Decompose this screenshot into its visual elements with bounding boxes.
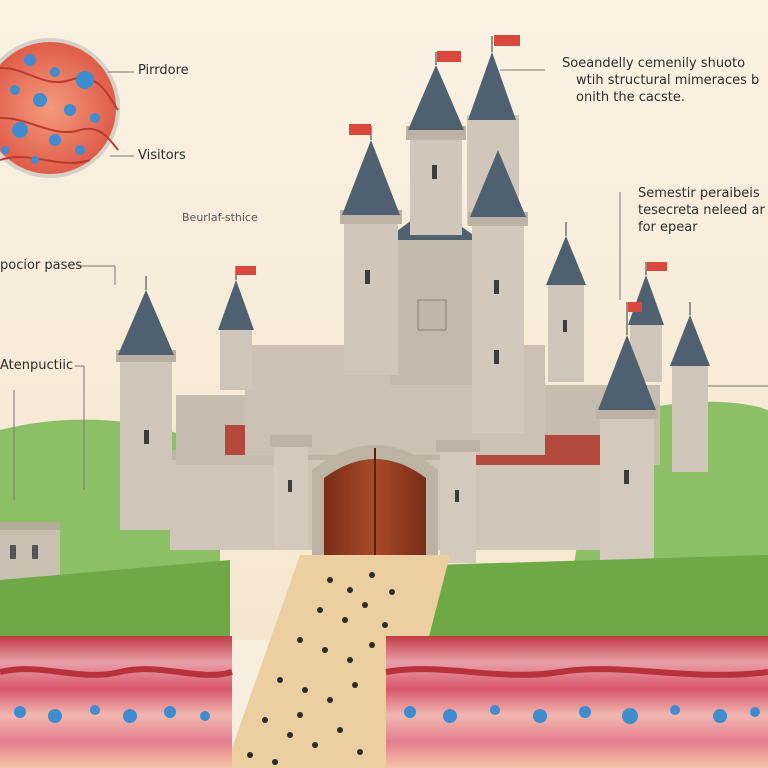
label-mid-right-2: tesecreta neleed ar xyxy=(638,203,765,218)
label-alenpuctiic: Atenpuctiic xyxy=(0,358,74,373)
label-visitors: Visitors xyxy=(138,148,186,163)
main-gate xyxy=(312,445,438,560)
cell-inset xyxy=(0,38,120,178)
label-mid-right-3: for epear xyxy=(638,220,698,235)
gatehouse-small xyxy=(0,522,60,583)
label-pirrdore: Pirrdore xyxy=(138,63,189,78)
label-mid-right-1: Semestir peraibeis xyxy=(638,186,760,201)
label-beurial: Beurlaf-sthice xyxy=(182,211,258,224)
foreground-grass-left xyxy=(0,560,230,640)
tower-windows xyxy=(144,165,629,502)
label-top-right-1: Soeandelly cemenily shuoto xyxy=(562,56,746,71)
foreground-grass-right xyxy=(390,555,768,640)
label-top-right-2: wtih structural mimeraces b xyxy=(576,73,760,88)
label-pocior: pocior pases xyxy=(0,258,83,273)
towers xyxy=(116,35,710,572)
tissue-left xyxy=(0,636,233,768)
tissue-right xyxy=(385,636,768,768)
label-top-right-3: onith the cacste. xyxy=(576,90,686,105)
visitor-crowd xyxy=(247,572,395,765)
